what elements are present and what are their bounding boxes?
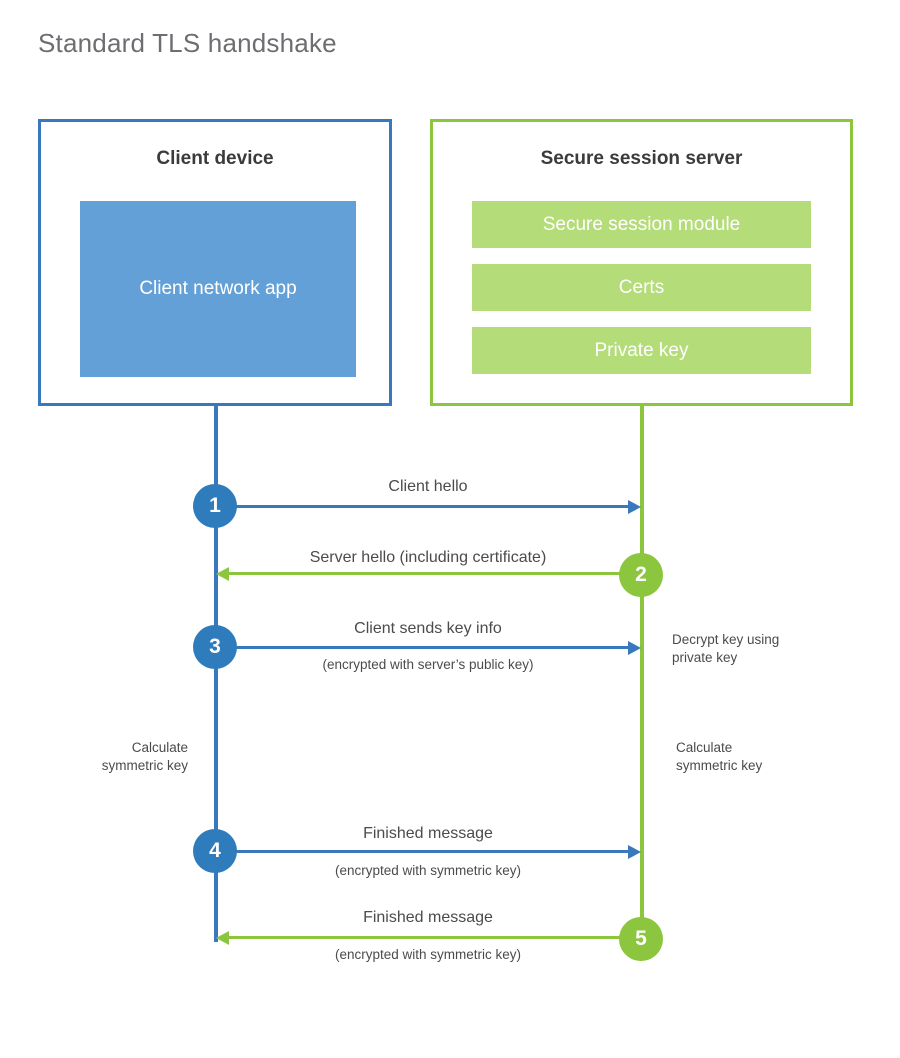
step-4-sublabel: (encrypted with symmetric key) [334, 863, 522, 878]
server-calculate-symmetric-key-note: Calculate symmetric key [676, 740, 763, 774]
server-component-label: Secure session module [542, 213, 741, 235]
client-device-box: Client device Client network app [38, 119, 392, 406]
step-2-arrow-head-icon [216, 567, 229, 581]
server-component-label: Certs [618, 276, 665, 298]
step-1-arrow-line [216, 505, 628, 508]
client-calculate-symmetric-key-note: Calculate symmetric key [101, 740, 188, 774]
step-3-sublabel: (encrypted with server’s public key) [322, 657, 534, 672]
client-network-app-block: Client network app [80, 201, 356, 377]
server-component-label: Private key [594, 339, 689, 361]
step-3-label: Client sends key info [354, 620, 502, 637]
step-2-arrow-line [229, 572, 640, 575]
server-component-certs: Certs [472, 264, 811, 311]
step-4-number-badge: 4 [193, 829, 237, 873]
step-5-arrow-line [229, 936, 640, 939]
client-network-app-label: Client network app [139, 278, 297, 300]
step-5-label: Finished message [363, 909, 493, 926]
client-device-title: Client device [156, 148, 274, 169]
step-1-arrow-head-icon [628, 500, 641, 514]
step-1-number-badge: 1 [193, 484, 237, 528]
client-lifeline [214, 406, 218, 942]
step-3-number-badge: 3 [193, 625, 237, 669]
step-4-arrow-head-icon [628, 845, 641, 859]
secure-session-server-title: Secure session server [540, 148, 743, 169]
step-5-arrow-head-icon [216, 931, 229, 945]
server-component-secure-session-module: Secure session module [472, 201, 811, 248]
page-title: Standard TLS handshake [38, 28, 337, 58]
step-3-arrow-head-icon [628, 641, 641, 655]
server-lifeline [640, 406, 644, 940]
step-2-label: Server hello (including certificate) [309, 549, 547, 566]
step-4-label: Finished message [363, 825, 493, 842]
step-2-number-badge: 2 [619, 553, 663, 597]
server-decrypt-note: Decrypt key using private key [672, 632, 780, 666]
server-component-private-key: Private key [472, 327, 811, 374]
step-1-label: Client hello [388, 478, 468, 495]
step-4-arrow-line [216, 850, 628, 853]
secure-session-server-box: Secure session server Secure session mod… [430, 119, 853, 406]
step-5-sublabel: (encrypted with symmetric key) [334, 947, 522, 962]
step-3-arrow-line [216, 646, 628, 649]
step-5-number-badge: 5 [619, 917, 663, 961]
